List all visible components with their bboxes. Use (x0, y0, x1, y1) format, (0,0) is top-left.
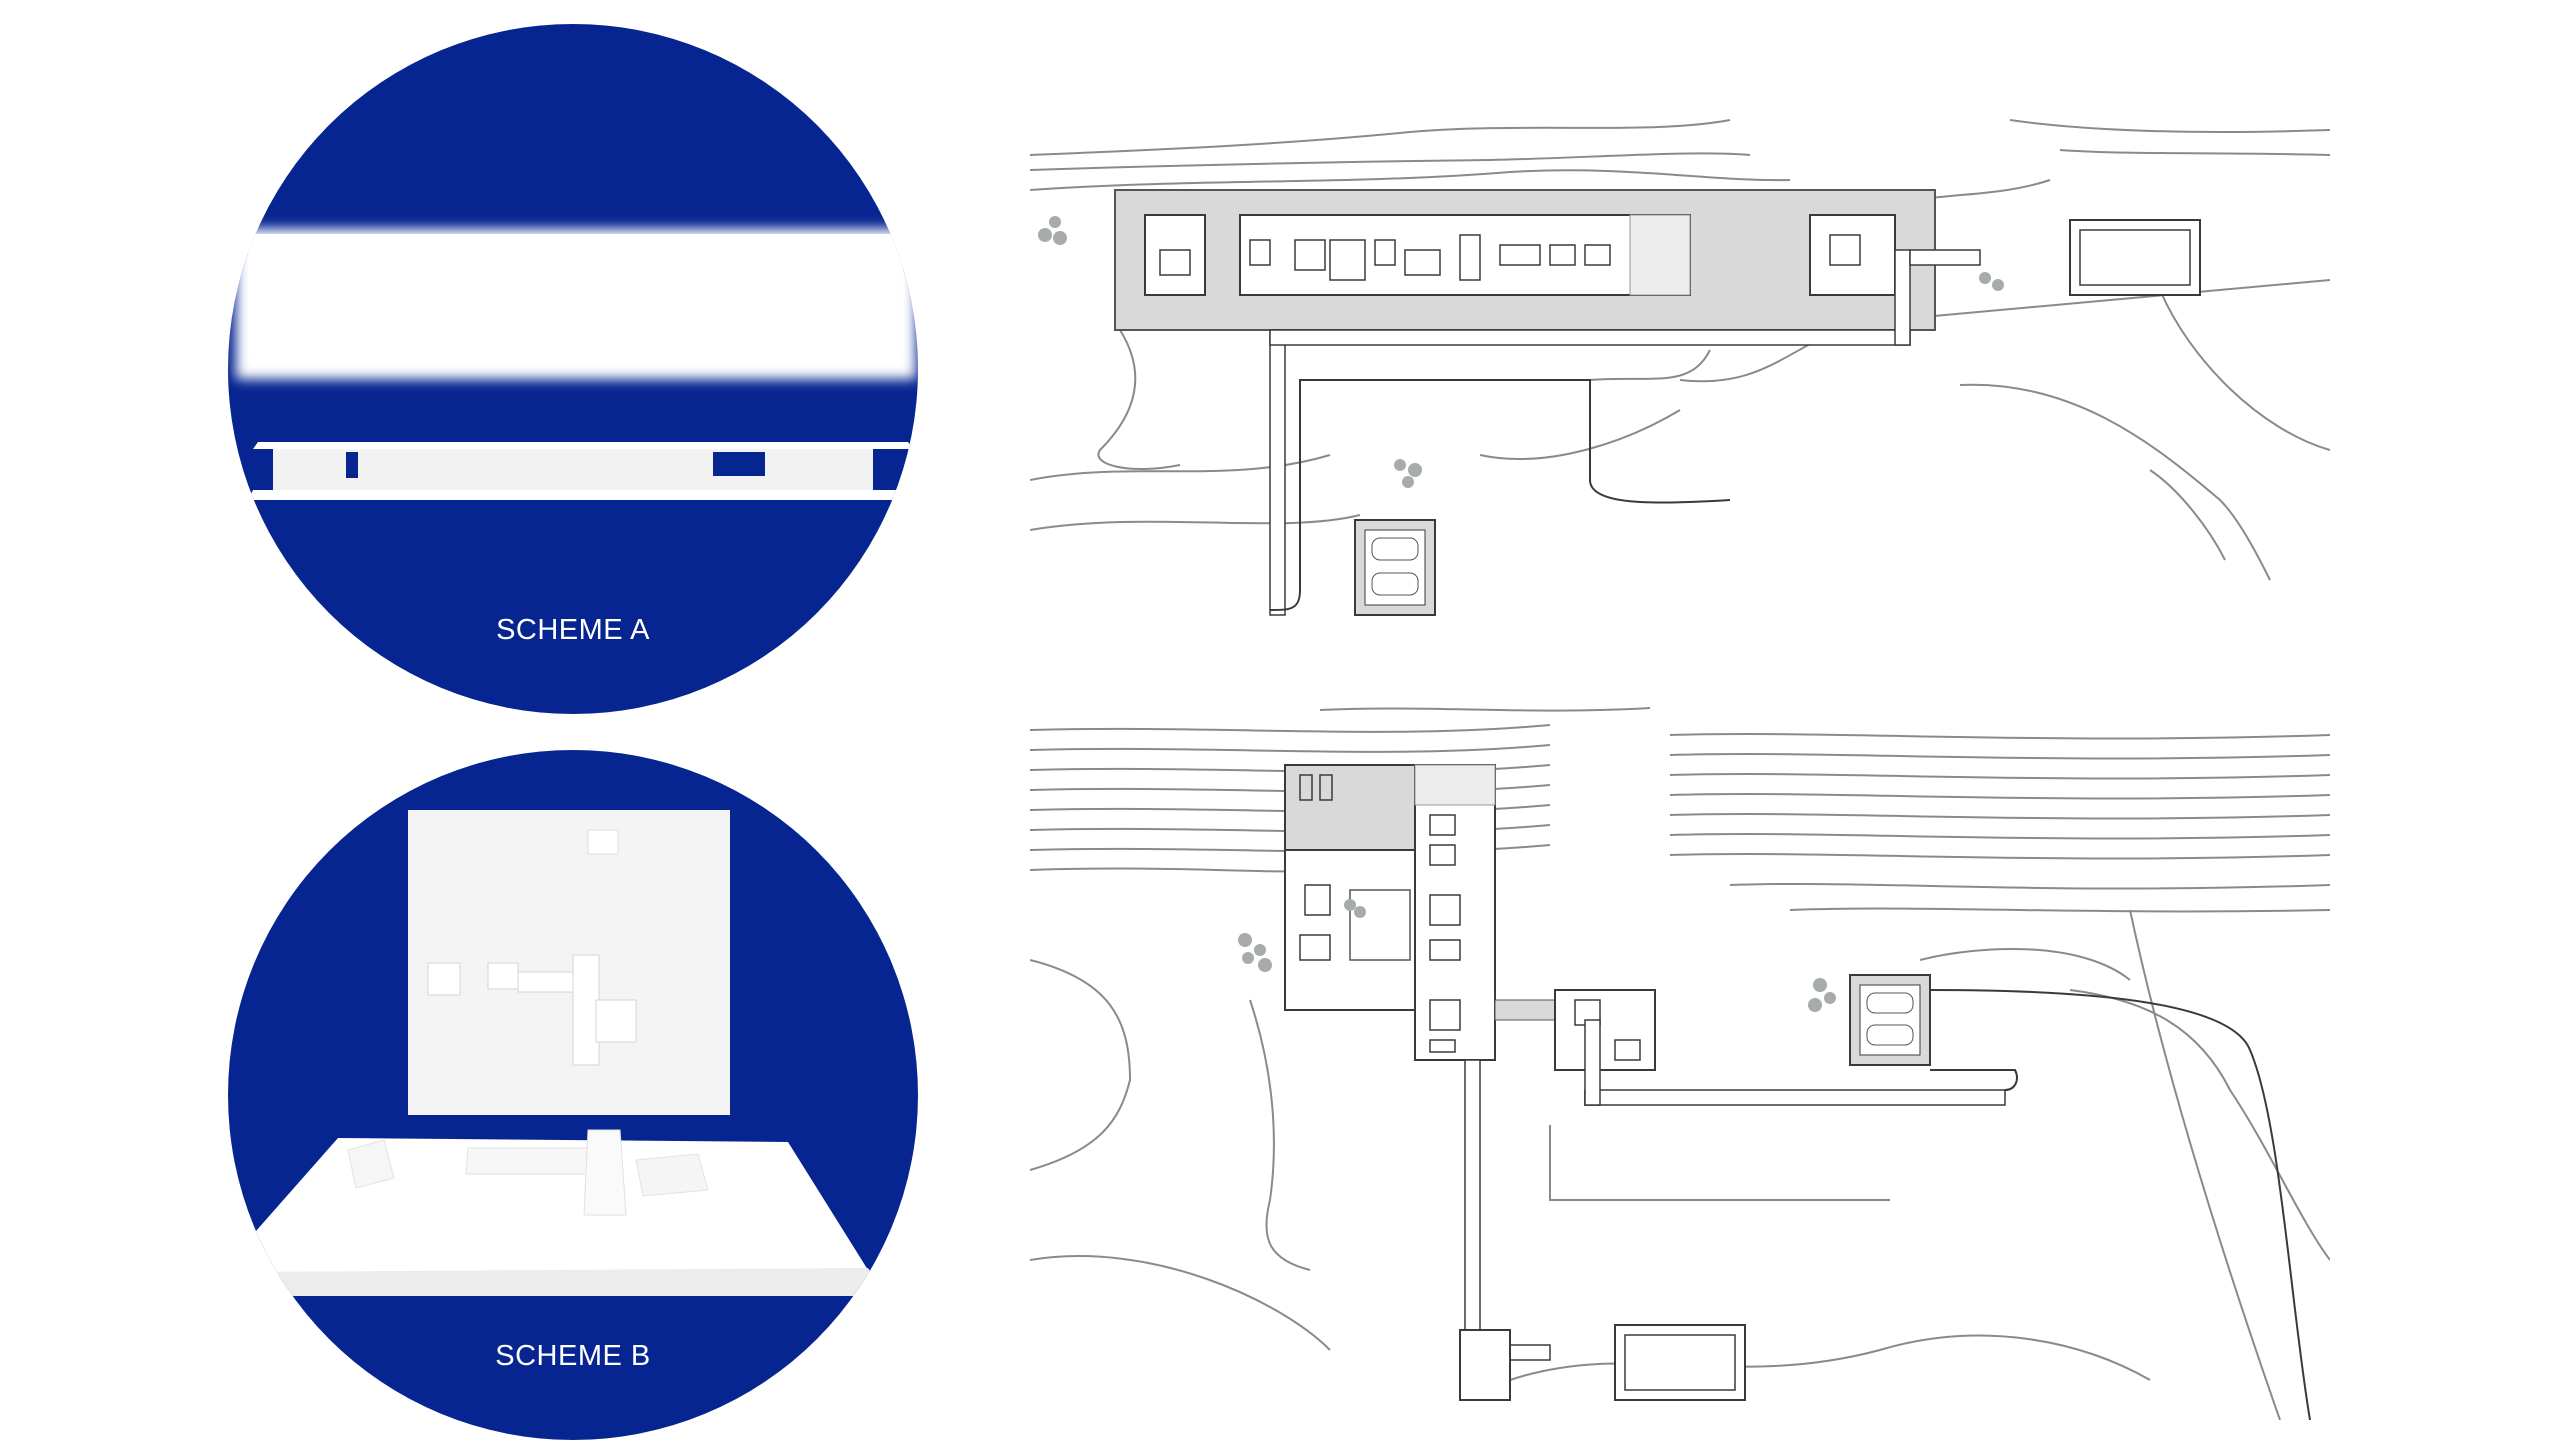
model-volume (635, 1153, 709, 1197)
car-icon (1371, 572, 1419, 596)
car-icon (1866, 1024, 1914, 1046)
scheme-a-label: SCHEME A (496, 614, 650, 646)
stepping-stone-path (1269, 249, 1981, 616)
garage-interior (1364, 529, 1426, 606)
deck-tiles (1629, 214, 1691, 296)
scheme-b-site-plan (1030, 707, 2330, 1420)
deck-tiles (1349, 889, 1411, 961)
scheme-b-label: SCHEME B (495, 1340, 651, 1372)
model-volume (572, 954, 600, 1066)
model-upper-slab (253, 442, 913, 449)
car-icon (1866, 992, 1914, 1014)
terrain-line (1549, 1125, 1890, 1201)
model-opening (346, 452, 358, 478)
pool-water (2079, 229, 2191, 286)
room-guest (1144, 214, 1206, 296)
scheme-b-model-graphic (228, 750, 918, 1440)
model-volume (487, 962, 519, 990)
guest-wing (1554, 989, 1656, 1071)
scheme-a-model-graphic (228, 24, 918, 714)
model-roof-block (248, 234, 903, 356)
furniture (1159, 234, 1861, 281)
driveway (1929, 989, 2311, 1420)
house-wing-central (1414, 764, 1496, 1061)
model-top-view-board (408, 810, 730, 1115)
scheme-b-model-circle: SCHEME B (228, 750, 918, 1440)
room-studio (1809, 214, 1896, 296)
driveway (1269, 379, 1731, 611)
model-site-edge (243, 1268, 888, 1296)
car-icon (1371, 537, 1419, 561)
model-volume (595, 999, 637, 1043)
scheme-a-model-circle: SCHEME A (228, 24, 918, 714)
pool-house (1459, 1329, 1511, 1401)
model-volume (427, 962, 461, 996)
model-body (273, 449, 873, 493)
driveway (1930, 1069, 2018, 1091)
model-opening (713, 452, 765, 476)
terrace (1284, 764, 1416, 851)
room-main-wing (1239, 214, 1691, 296)
model-volume (347, 1139, 395, 1189)
deck-tiles (1414, 764, 1496, 806)
model-volume (583, 1129, 627, 1216)
topography-contours (1030, 707, 2330, 1420)
model-base-slab (248, 490, 918, 500)
stepping-stone-path (1464, 1019, 2006, 1361)
model-volume (465, 1147, 601, 1175)
scheme-a-site-plan (1030, 119, 2330, 616)
connector (1494, 999, 1556, 1021)
model-site-base (248, 1138, 868, 1274)
pool-water (1624, 1334, 1736, 1391)
tree-icons (1238, 899, 1836, 1012)
model-volume (587, 829, 619, 855)
tree-icons (1038, 216, 2004, 488)
